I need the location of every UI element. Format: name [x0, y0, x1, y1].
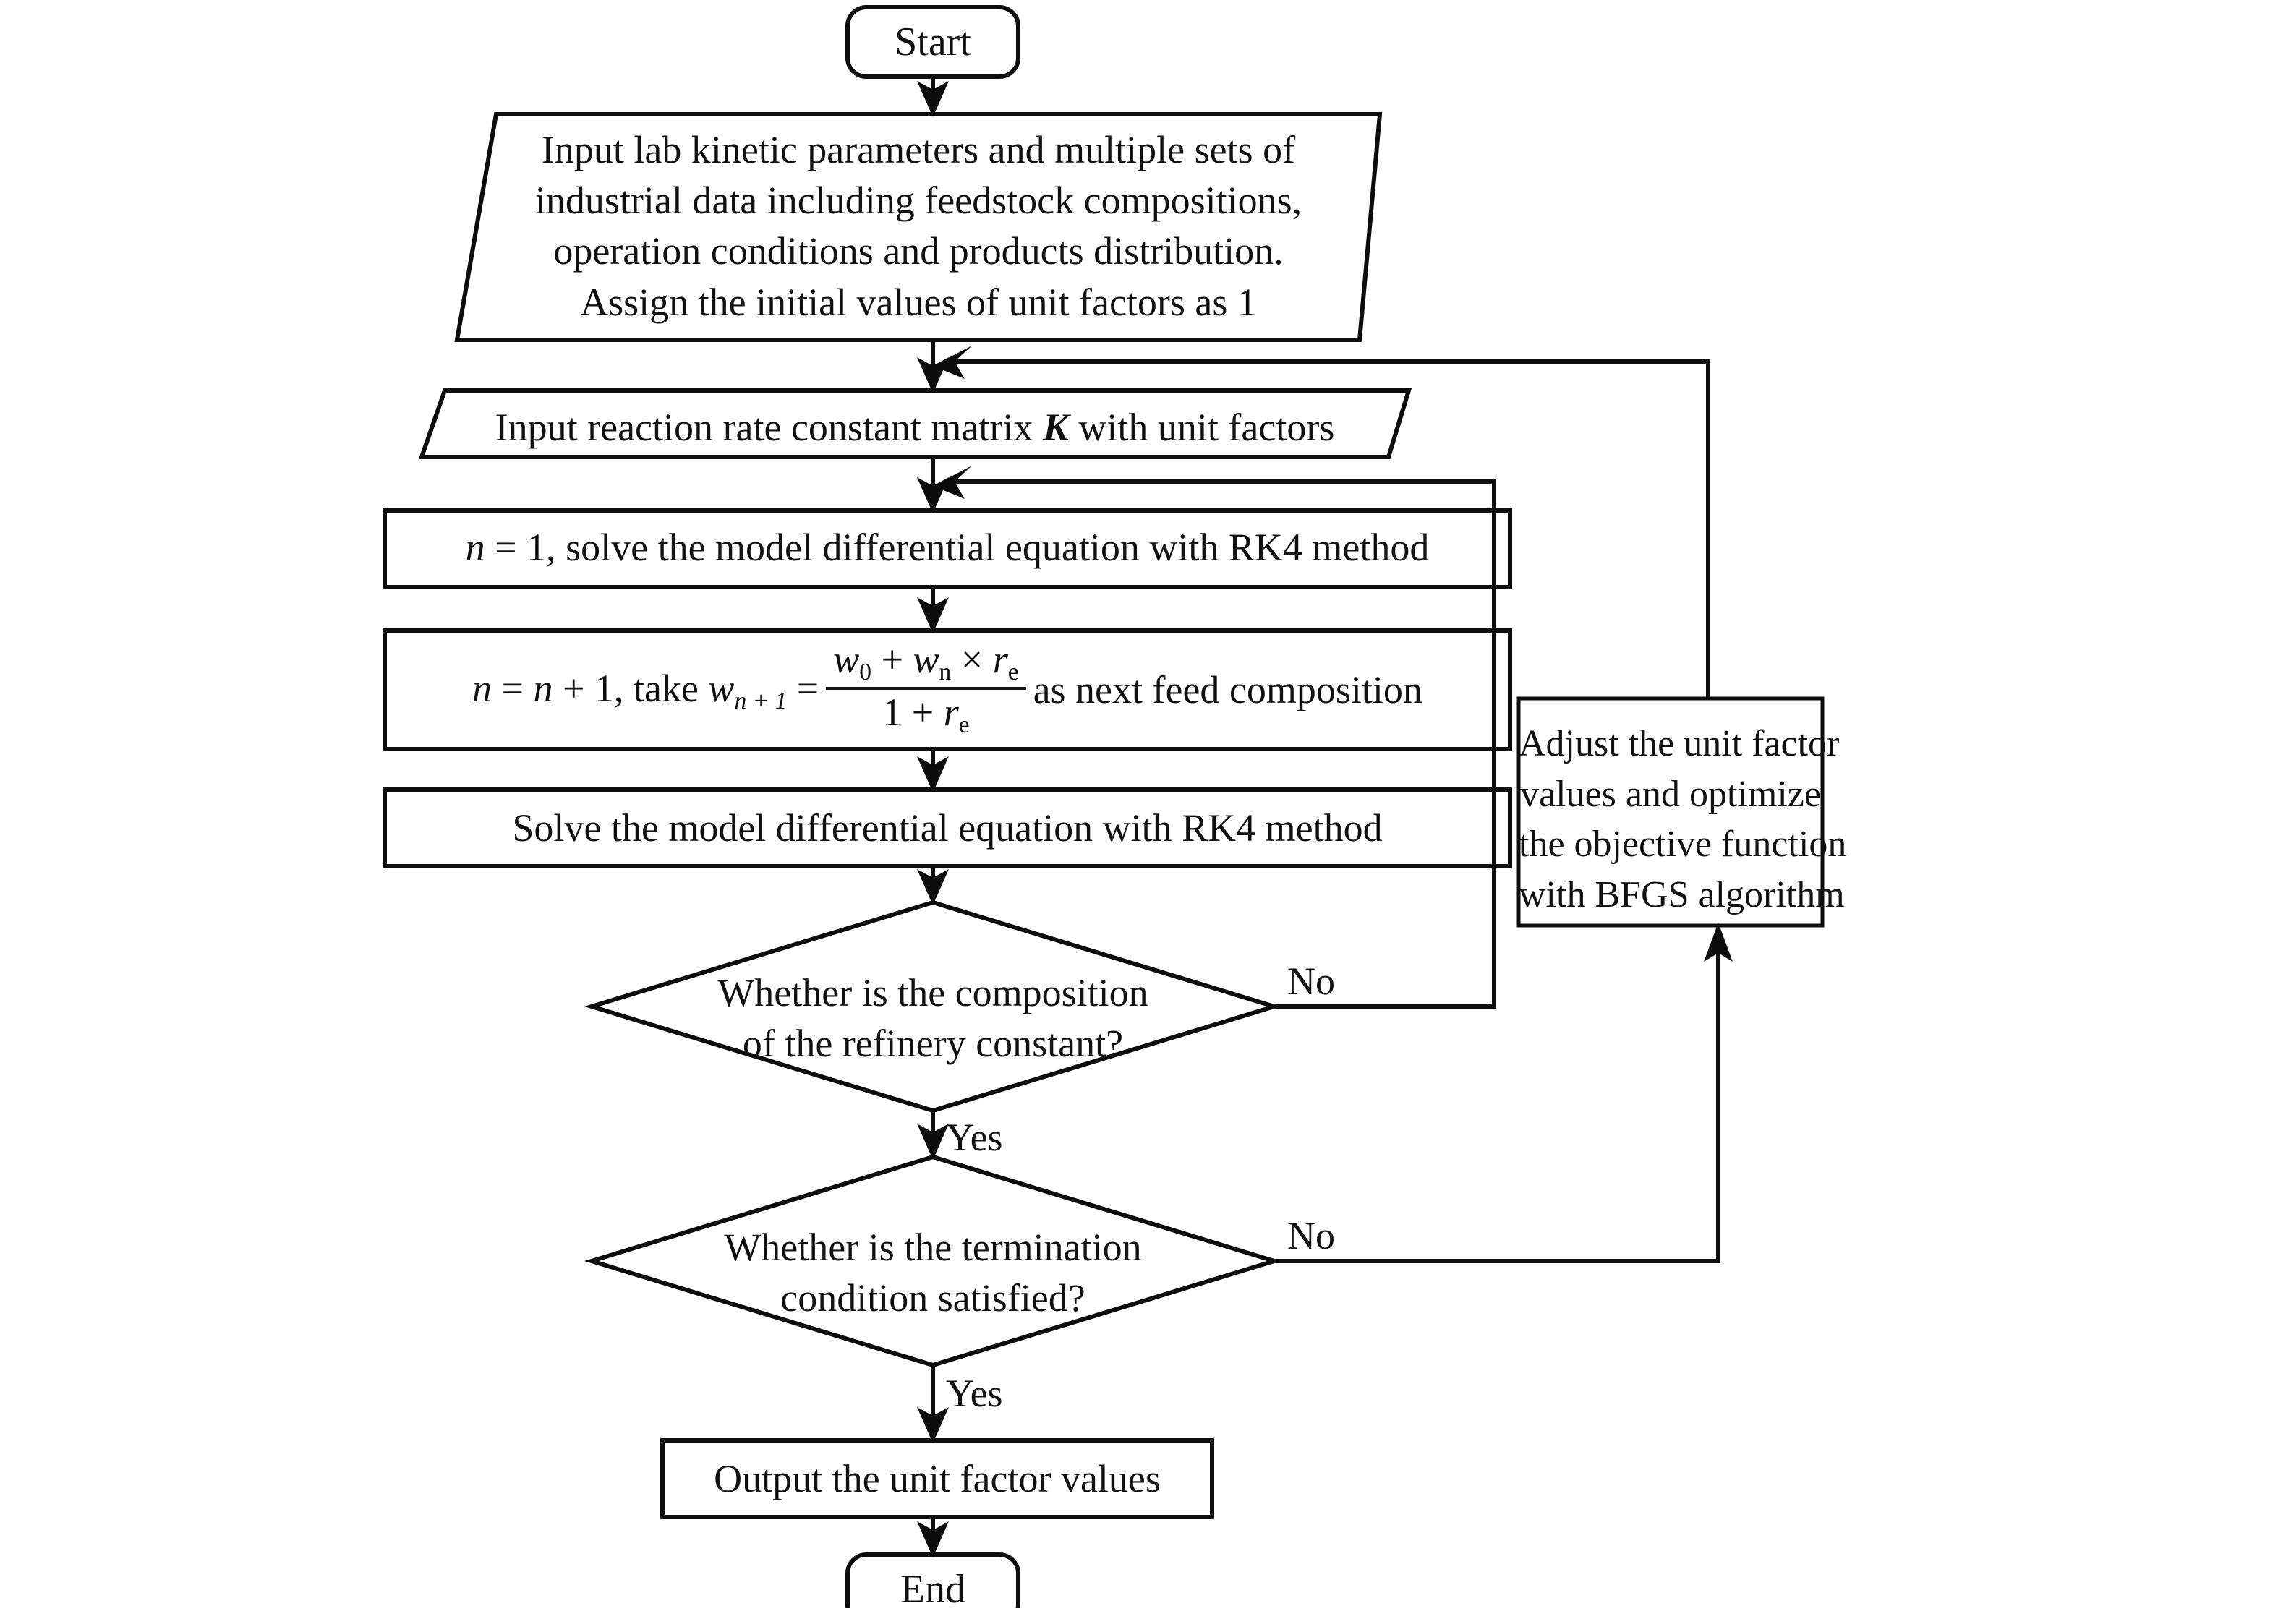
node-increment-shape: [383, 628, 1512, 751]
node-output-shape: [660, 1438, 1214, 1519]
node-input-params-shape: [454, 112, 1383, 342]
arrowhead-increment-to-solve-again: [917, 756, 949, 792]
arrowhead-start-to-input-params: [917, 81, 949, 117]
edge-adjust-to-input-matrix: [944, 359, 1710, 698]
arrowhead-solve-first-to-increment: [917, 597, 949, 633]
arrowhead-output-to-end: [917, 1521, 949, 1557]
edge-label-composition-no: No: [1287, 960, 1335, 1003]
edge-label-composition-yes: Yes: [946, 1116, 1003, 1159]
node-end-shape: [845, 1552, 1020, 1608]
arrowhead-composition-no-loop: [933, 466, 972, 499]
node-adjust-shape: [1516, 696, 1825, 928]
edge-label-termination-yes: Yes: [946, 1372, 1003, 1415]
arrowhead-termination-yes: [917, 1407, 949, 1443]
arrowhead-termination-no-to-adjust: [1704, 923, 1733, 962]
arrowhead-adjust-to-input-matrix: [933, 346, 972, 379]
edge-composition-no-loop: [944, 479, 1496, 1009]
node-solve-again-shape: [383, 787, 1512, 868]
edge-termination-no-to-adjust: [1274, 940, 1720, 1263]
node-solve-first-shape: [383, 508, 1512, 589]
node-decision-composition-shape: [584, 899, 1282, 1114]
node-input-matrix-shape: [418, 388, 1412, 459]
arrowhead-composition-yes: [917, 1124, 949, 1160]
edge-label-termination-no: No: [1287, 1214, 1335, 1257]
node-start-shape: [845, 5, 1020, 79]
arrowhead-solve-again-to-decision-composition: [917, 869, 949, 905]
node-decision-termination-shape: [584, 1154, 1282, 1368]
